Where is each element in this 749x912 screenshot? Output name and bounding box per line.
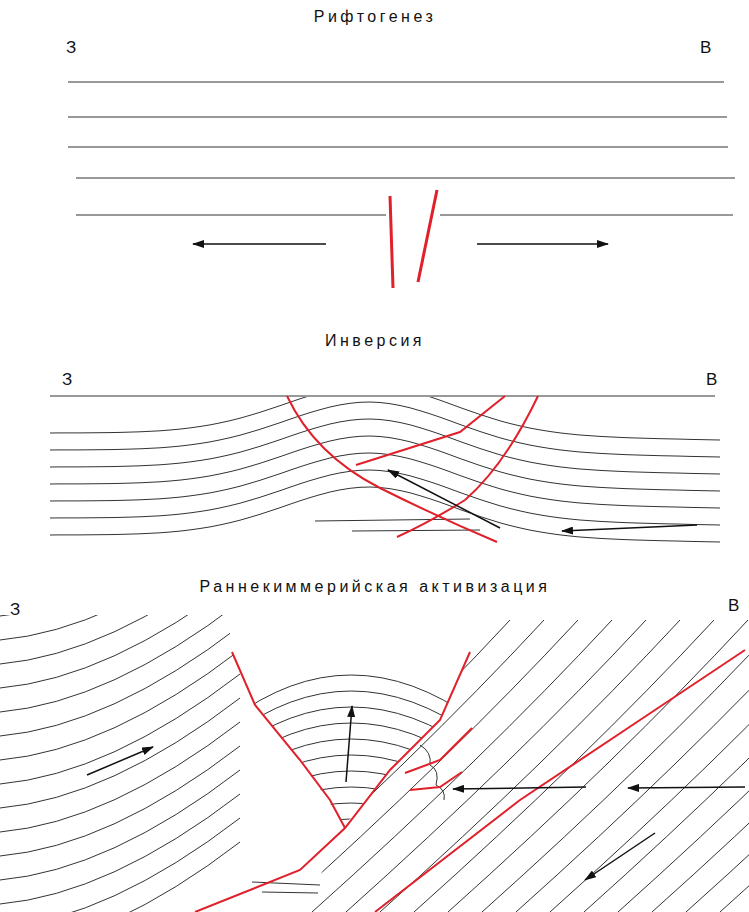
tilted-strata [176, 620, 749, 912]
motion-arrows [87, 706, 745, 880]
motion-arrows [193, 243, 608, 245]
panel-heading: Рифтогенез [314, 8, 437, 26]
motion-arrows [388, 470, 697, 531]
panel-heading: Инверсия [325, 332, 425, 350]
direction-label: В [706, 370, 717, 390]
panel-heading: Раннекиммерийская активизация [200, 578, 551, 596]
direction-label: З [62, 370, 72, 390]
fault-lines [390, 190, 437, 288]
strata-lines [315, 519, 480, 531]
strata-lines [68, 82, 735, 215]
surface-line [50, 396, 715, 397]
direction-label: В [700, 38, 711, 58]
small-fold-lines [252, 745, 444, 893]
fault-lines [287, 396, 538, 542]
direction-label: З [10, 600, 20, 620]
direction-label: В [728, 596, 739, 616]
folded-strata [50, 397, 720, 542]
direction-label: З [66, 38, 76, 58]
fault-lines [195, 650, 745, 912]
tilted-strata [0, 434, 240, 912]
